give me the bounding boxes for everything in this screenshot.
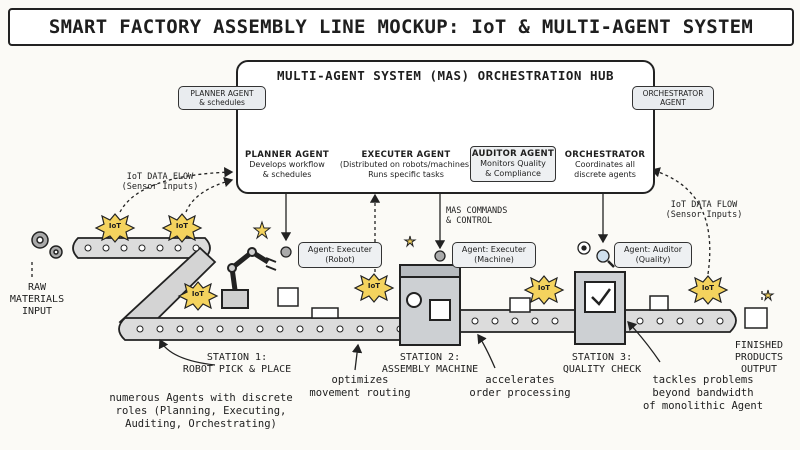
station-1-sub: ROBOT PICK & PLACE <box>182 364 292 375</box>
note1-line2: roles (Planning, Executing, <box>115 405 287 417</box>
iot-tag: IoT <box>701 284 715 292</box>
planner-agent: PLANNER AGENT Develops workflow & schedu… <box>238 150 336 180</box>
raw-materials-label: RAW MATERIALS INPUT <box>4 282 70 318</box>
note3-line2: order processing <box>469 387 571 399</box>
right-iot-flow-sub: (Sensor Inputs) <box>665 210 743 220</box>
quality-agent-line1: Agent: Auditor <box>623 245 683 254</box>
iot-sensor-icons <box>94 213 729 311</box>
orchestrator-agent-name: ORCHESTRATOR <box>564 150 646 160</box>
planner-agent-desc1: Develops workflow <box>249 160 325 169</box>
station-3-label: STATION 3: QUALITY CHECK <box>552 352 652 376</box>
planner-agent-name: PLANNER AGENT <box>245 150 329 160</box>
robot-agent-line1: Agent: Executer <box>307 245 373 254</box>
orchestrator-callout-line2: AGENT <box>660 98 686 107</box>
assembly-machine-icon <box>399 264 461 346</box>
sparkle-icons <box>252 220 775 302</box>
planner-callout-line2: & schedules <box>199 98 245 107</box>
note4-line1: tackles problems <box>652 374 754 386</box>
note-numerous-agents: numerous Agents with discrete roles (Pla… <box>96 392 306 431</box>
raw-line3: INPUT <box>21 306 53 317</box>
machine-agent-line2: (Machine) <box>474 255 514 264</box>
station-3-title: STATION 3: <box>571 352 633 363</box>
right-iot-flow-title: IoT DATA FLOW <box>670 200 738 210</box>
auditor-agent-desc2: & Compliance <box>485 169 541 178</box>
mas-commands-title: MAS COMMANDS <box>446 206 508 216</box>
planner-agent-desc2: & schedules <box>262 170 312 179</box>
left-iot-flow-title: IoT DATA FLOW <box>126 172 194 182</box>
note3-line1: accelerates <box>485 374 555 386</box>
finished-line3: OUTPUT <box>740 364 778 375</box>
auditor-agent-desc1: Monitors Quality <box>480 159 546 168</box>
finished-products-label: FINISHED PRODUCTS OUTPUT <box>722 340 796 376</box>
line-agent-icons <box>280 241 615 268</box>
flow-arrows <box>31 167 763 371</box>
station-2-label: STATION 2: ASSEMBLY MACHINE <box>370 352 490 376</box>
station-1-title: STATION 1: <box>206 352 268 363</box>
note2-line2: movement routing <box>309 387 411 399</box>
orchestrator-agent: ORCHESTRATOR Coordinates all discrete ag… <box>560 150 650 180</box>
quality-check-machine-icon <box>574 271 626 345</box>
executer-agent-name: EXECUTER AGENT <box>361 150 451 160</box>
iot-tag: IoT <box>108 222 122 230</box>
note4-line2: beyond bandwidth <box>652 387 754 399</box>
orchestrator-callout: ORCHESTRATOR AGENT <box>632 86 714 110</box>
note4-line3: of monolithic Agent <box>642 400 764 412</box>
right-iot-flow-label: IoT DATA FLOW (Sensor Inputs) <box>652 200 756 220</box>
auditor-agent-name: AUDITOR AGENT <box>471 149 555 159</box>
finished-line1: FINISHED <box>734 340 784 351</box>
mas-commands-sub: & CONTROL <box>446 216 493 226</box>
iot-tag: IoT <box>175 222 189 230</box>
station-2-sub: ASSEMBLY MACHINE <box>381 364 479 375</box>
raw-line2: MATERIALS <box>9 294 65 305</box>
left-iot-flow-sub: (Sensor Inputs) <box>121 182 199 192</box>
executer-agent-desc1: (Distributed on robots/machines) <box>339 160 473 169</box>
finished-line2: PRODUCTS <box>734 352 784 363</box>
planner-callout: PLANNER AGENT & schedules <box>178 86 266 110</box>
iot-tag: IoT <box>191 290 205 298</box>
auditor-agent: AUDITOR AGENT Monitors Quality & Complia… <box>470 146 556 182</box>
mas-orchestration-hub: MULTI-AGENT SYSTEM (MAS) ORCHESTRATION H… <box>236 60 655 194</box>
note1-line3: Auditing, Orchestrating) <box>125 418 277 430</box>
note1-line1: numerous Agents with discrete <box>109 392 293 404</box>
note2-line1: optimizes <box>331 374 389 386</box>
iot-tag: IoT <box>537 284 551 292</box>
quality-auditor-agent-box: Agent: Auditor (Quality) <box>614 242 692 268</box>
planner-callout-line1: PLANNER AGENT <box>190 89 254 98</box>
product-boxes <box>277 287 768 329</box>
orchestrator-agent-desc2: discrete agents <box>574 170 636 179</box>
machine-executer-agent-box: Agent: Executer (Machine) <box>452 242 536 268</box>
note-accelerates: accelerates order processing <box>460 374 580 400</box>
station-1-label: STATION 1: ROBOT PICK & PLACE <box>172 352 302 376</box>
iot-tag: IoT <box>367 282 381 290</box>
executer-agent-desc2: Runs specific tasks <box>368 170 444 179</box>
mas-commands-label: MAS COMMANDS & CONTROL <box>446 206 526 226</box>
quality-agent-line2: (Quality) <box>635 255 671 264</box>
station-3-sub: QUALITY CHECK <box>562 364 642 375</box>
left-iot-flow-label: IoT DATA FLOW (Sensor Inputs) <box>108 172 212 192</box>
hub-title: MULTI-AGENT SYSTEM (MAS) ORCHESTRATION H… <box>276 68 615 83</box>
raw-line1: RAW <box>27 282 47 293</box>
robot-arm-icon <box>221 247 277 309</box>
orchestrator-callout-line1: ORCHESTRATOR <box>642 89 704 98</box>
executer-agent: EXECUTER AGENT (Distributed on robots/ma… <box>336 150 476 180</box>
note-optimizes: optimizes movement routing <box>300 374 420 400</box>
robot-executer-agent-box: Agent: Executer (Robot) <box>298 242 382 268</box>
station-2-title: STATION 2: <box>399 352 461 363</box>
machine-agent-line1: Agent: Executer <box>461 245 527 254</box>
page-title: SMART FACTORY ASSEMBLY LINE MOCKUP: IoT … <box>48 16 754 38</box>
raw-material-gears-icon <box>31 231 63 259</box>
robot-agent-line2: (Robot) <box>325 255 355 264</box>
note-tackles: tackles problems beyond bandwidth of mon… <box>628 374 778 413</box>
orchestrator-agent-desc1: Coordinates all <box>575 160 635 169</box>
title-bar: SMART FACTORY ASSEMBLY LINE MOCKUP: IoT … <box>8 8 794 46</box>
